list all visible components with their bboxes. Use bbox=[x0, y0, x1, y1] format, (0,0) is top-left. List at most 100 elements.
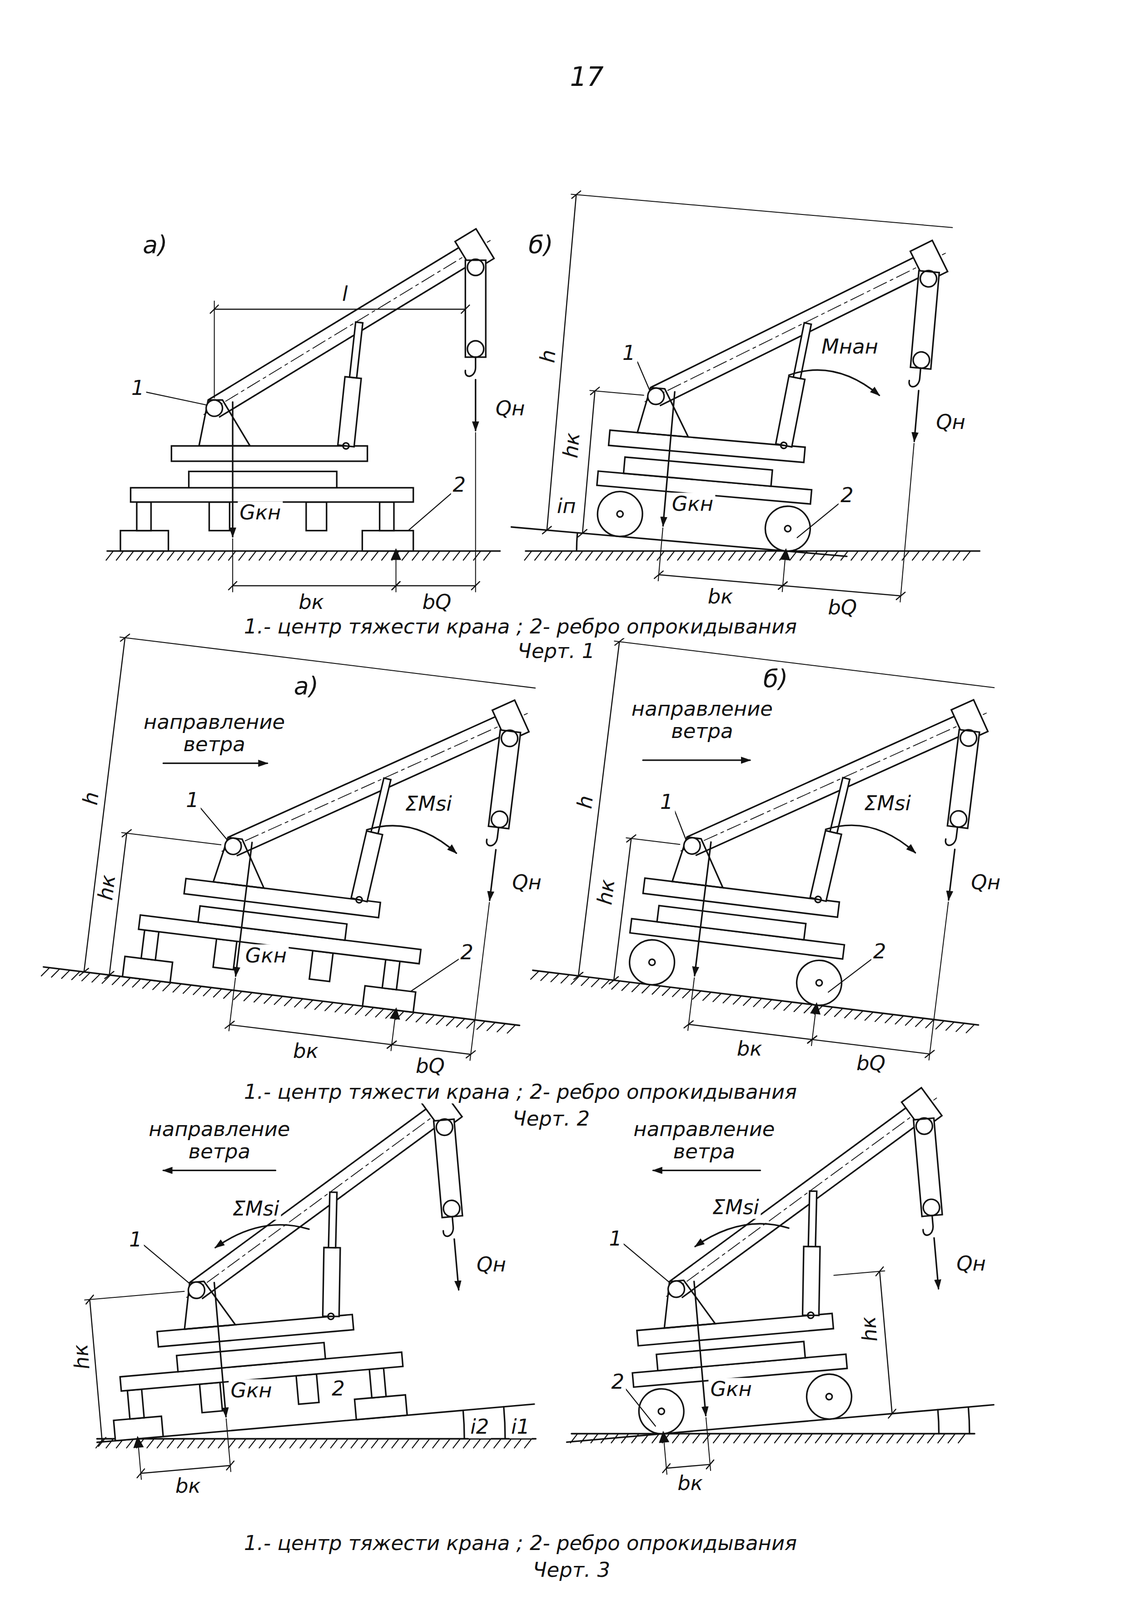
callout-number: 2 bbox=[458, 940, 476, 964]
ground-hatch bbox=[540, 971, 549, 982]
ground-hatch bbox=[917, 1433, 925, 1443]
ground-hatch bbox=[112, 975, 121, 986]
ground-hatch bbox=[116, 551, 124, 561]
moment-arrow bbox=[787, 367, 881, 396]
ground-hatch bbox=[452, 1438, 461, 1448]
dimension-label: h bbox=[535, 346, 560, 366]
cylinder-rod bbox=[803, 1190, 822, 1248]
dimension-label: hк bbox=[856, 1313, 882, 1345]
ground-hatch bbox=[473, 1438, 481, 1448]
load-arrow bbox=[914, 390, 919, 442]
callout-number: 1 bbox=[658, 790, 676, 813]
ground-hatch bbox=[456, 1017, 465, 1028]
ground-hatch bbox=[636, 551, 645, 561]
ground-hatch bbox=[881, 551, 890, 561]
ground-hatch bbox=[412, 1438, 420, 1448]
extension-line bbox=[589, 390, 644, 395]
ground-hatch bbox=[672, 987, 681, 998]
ground-hatch bbox=[555, 551, 563, 561]
dimension-tick bbox=[705, 1459, 715, 1469]
ground-hatch bbox=[422, 551, 430, 561]
callout-number: 1 bbox=[184, 789, 201, 812]
moment-label: ΣMsi bbox=[230, 1197, 282, 1220]
ground-hatch bbox=[487, 1021, 496, 1032]
extension-line bbox=[833, 1270, 885, 1276]
ground-hatch bbox=[759, 551, 767, 561]
figures bbox=[37, 187, 1020, 1483]
tipping-edge-mark bbox=[390, 1008, 400, 1019]
tipping-edge-mark bbox=[811, 1003, 821, 1014]
ground-hatch bbox=[591, 977, 600, 988]
outrigger-pad bbox=[120, 530, 169, 552]
weight-arrow bbox=[694, 841, 712, 976]
ground-hatch bbox=[310, 551, 318, 561]
cylinder-rod bbox=[323, 1191, 342, 1249]
ground-hatch bbox=[723, 1433, 732, 1443]
ground-hatch bbox=[702, 990, 712, 1001]
wheel-hub bbox=[784, 525, 792, 533]
ground-hatch bbox=[927, 1433, 936, 1443]
sheave bbox=[922, 1198, 941, 1217]
outrigger-leg bbox=[379, 502, 394, 531]
ground-hatch bbox=[381, 551, 389, 561]
dimension-line bbox=[396, 585, 476, 587]
angle-arc bbox=[576, 532, 578, 551]
moment-label: ΣMsi bbox=[710, 1195, 762, 1219]
extension-line bbox=[706, 1417, 711, 1471]
wind-arrow bbox=[642, 759, 751, 761]
ground-hatch bbox=[183, 984, 192, 995]
ground-hatch bbox=[713, 1433, 721, 1443]
ground-hatch bbox=[581, 976, 590, 987]
ground-hatch bbox=[886, 1433, 895, 1443]
ground-hatch bbox=[152, 980, 161, 991]
ground-hatch bbox=[875, 1012, 884, 1023]
hook bbox=[486, 825, 499, 847]
ground-hatch bbox=[412, 551, 420, 561]
dimension-tick bbox=[887, 1408, 897, 1418]
ground-hatch bbox=[815, 1433, 823, 1443]
dimension-tick bbox=[210, 304, 219, 314]
moment-label: ΣMsi bbox=[862, 791, 913, 815]
dimension-label: hк bbox=[94, 871, 120, 904]
callout-number: 2 bbox=[329, 1377, 347, 1400]
callout-number: 2 bbox=[871, 940, 889, 963]
wind-arrow bbox=[163, 1169, 276, 1171]
boom-pivot bbox=[223, 836, 243, 856]
ground-hatch bbox=[621, 1433, 629, 1443]
ground-hatch bbox=[253, 992, 263, 1003]
dimension-tick bbox=[542, 525, 552, 535]
ground-hatch bbox=[743, 995, 752, 1006]
load-label: Qн bbox=[474, 1253, 508, 1276]
dimension-line bbox=[391, 1044, 471, 1055]
figure-number: Черт. 1 bbox=[515, 639, 597, 662]
figure-number: Черт. 3 bbox=[531, 1558, 612, 1581]
ground-hatch bbox=[692, 989, 702, 1000]
ground-hatch bbox=[146, 1438, 155, 1448]
ground-hatch bbox=[825, 1433, 833, 1443]
boom-bracket bbox=[180, 1278, 236, 1329]
ground-hatch bbox=[631, 1433, 639, 1443]
dimension-line bbox=[812, 1039, 931, 1055]
wind-direction-label: направление ветра bbox=[623, 696, 781, 742]
ground-hatch bbox=[493, 1438, 502, 1448]
chassis-support bbox=[213, 938, 237, 970]
ground-hatch bbox=[351, 551, 359, 561]
dimension-label: h bbox=[573, 792, 598, 812]
dimension-tick bbox=[471, 581, 480, 590]
dimension-label: hк bbox=[69, 1341, 95, 1373]
figure-letter: б) bbox=[526, 231, 555, 259]
ground-hatch bbox=[743, 1433, 752, 1443]
outrigger-leg bbox=[136, 502, 151, 531]
dimension-line bbox=[232, 585, 396, 587]
hook bbox=[921, 1215, 934, 1236]
chassis-frame bbox=[130, 487, 414, 502]
cylinder-pin bbox=[814, 895, 822, 903]
load-label: Qн bbox=[493, 397, 528, 420]
ground-hatch bbox=[738, 551, 747, 561]
load-arrow bbox=[948, 849, 955, 900]
boom-pivot bbox=[206, 399, 223, 417]
ground-hatch bbox=[861, 551, 869, 561]
callout-number: 1 bbox=[129, 376, 147, 399]
ground-hatch bbox=[672, 1433, 680, 1443]
ground-hatch bbox=[483, 551, 492, 561]
